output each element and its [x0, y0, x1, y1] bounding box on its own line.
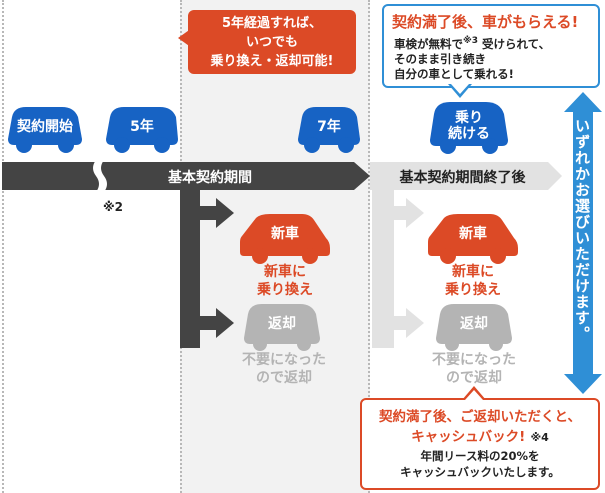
divider-start	[2, 0, 4, 493]
note-2: ※2	[103, 200, 124, 214]
year-5-label: 5年	[130, 119, 154, 135]
car-icon	[240, 214, 330, 264]
year-7-label: 7年	[317, 119, 341, 135]
car-gift-body: 車検が無料で※3 受けられて、 そのまま引き続き 自分の車として乗れる!	[394, 34, 550, 82]
car-icon	[8, 107, 82, 153]
option-return-label: 不要になった ので返却	[242, 352, 326, 386]
car-icon	[430, 102, 508, 154]
car-gift-body-line1: 車検が無料で	[394, 36, 463, 51]
car-gift-title: 契約満了後、車がもらえる!	[392, 13, 579, 31]
cashback-box: 契約満了後、ご返却いただくと、 キャッシュバック! ※4 年間リース料の20%を…	[360, 398, 600, 490]
note-3: ※3	[463, 36, 479, 46]
option-new-car-label-after: 新車に 乗り換え	[445, 264, 501, 298]
divider-7yr	[368, 0, 370, 493]
car-gift-body-line1b: 受けられて、	[478, 36, 551, 51]
box-pointer	[448, 84, 472, 98]
choice-text: いずれかお選びいただけます。	[573, 118, 591, 342]
five-year-bubble: 5年経過すれば、 いつでも 乗り換え・返却可能!	[188, 10, 356, 74]
car-gift-body-rest: そのまま引き続き 自分の車として乗れる!	[394, 51, 514, 81]
cashback-title-2: キャッシュバック!	[411, 429, 526, 445]
car-icon	[428, 214, 518, 264]
contract-start-label: 契約開始	[17, 119, 73, 135]
main-period-label: 基本契約期間	[168, 170, 252, 186]
cashback-pointer	[462, 386, 486, 400]
cashback-title-1: 契約満了後、ご返却いただくと、	[379, 409, 581, 425]
keep-driving-label: 乗り 続ける	[448, 110, 490, 143]
car-gift-box: 契約満了後、車がもらえる! 車検が無料で※3 受けられて、 そのまま引き続き 自…	[382, 4, 600, 88]
option-new-car-name-after: 新車	[459, 226, 487, 242]
cashback-body: 年間リース料の20%を キャッシュバックいたします。	[400, 449, 560, 479]
car-icon	[298, 107, 360, 153]
five-year-bubble-text: 5年経過すれば、 いつでも 乗り換え・返却可能!	[210, 16, 334, 69]
car-icon	[244, 304, 320, 351]
car-icon	[106, 107, 178, 153]
note-4: ※4	[530, 431, 549, 444]
option-new-car-name: 新車	[271, 226, 299, 242]
cashback-title-2-row: キャッシュバック! ※4	[362, 425, 598, 445]
car-icon	[436, 304, 512, 351]
option-new-car-label: 新車に 乗り換え	[257, 264, 313, 298]
option-return-label-after: 不要になった ので返却	[432, 352, 516, 386]
after-period-label: 基本契約期間終了後	[399, 170, 526, 186]
bubble-pointer	[178, 28, 192, 48]
choice-arrow	[564, 92, 602, 394]
option-return-name: 返却	[268, 316, 296, 332]
option-return-name-after: 返却	[460, 316, 488, 332]
